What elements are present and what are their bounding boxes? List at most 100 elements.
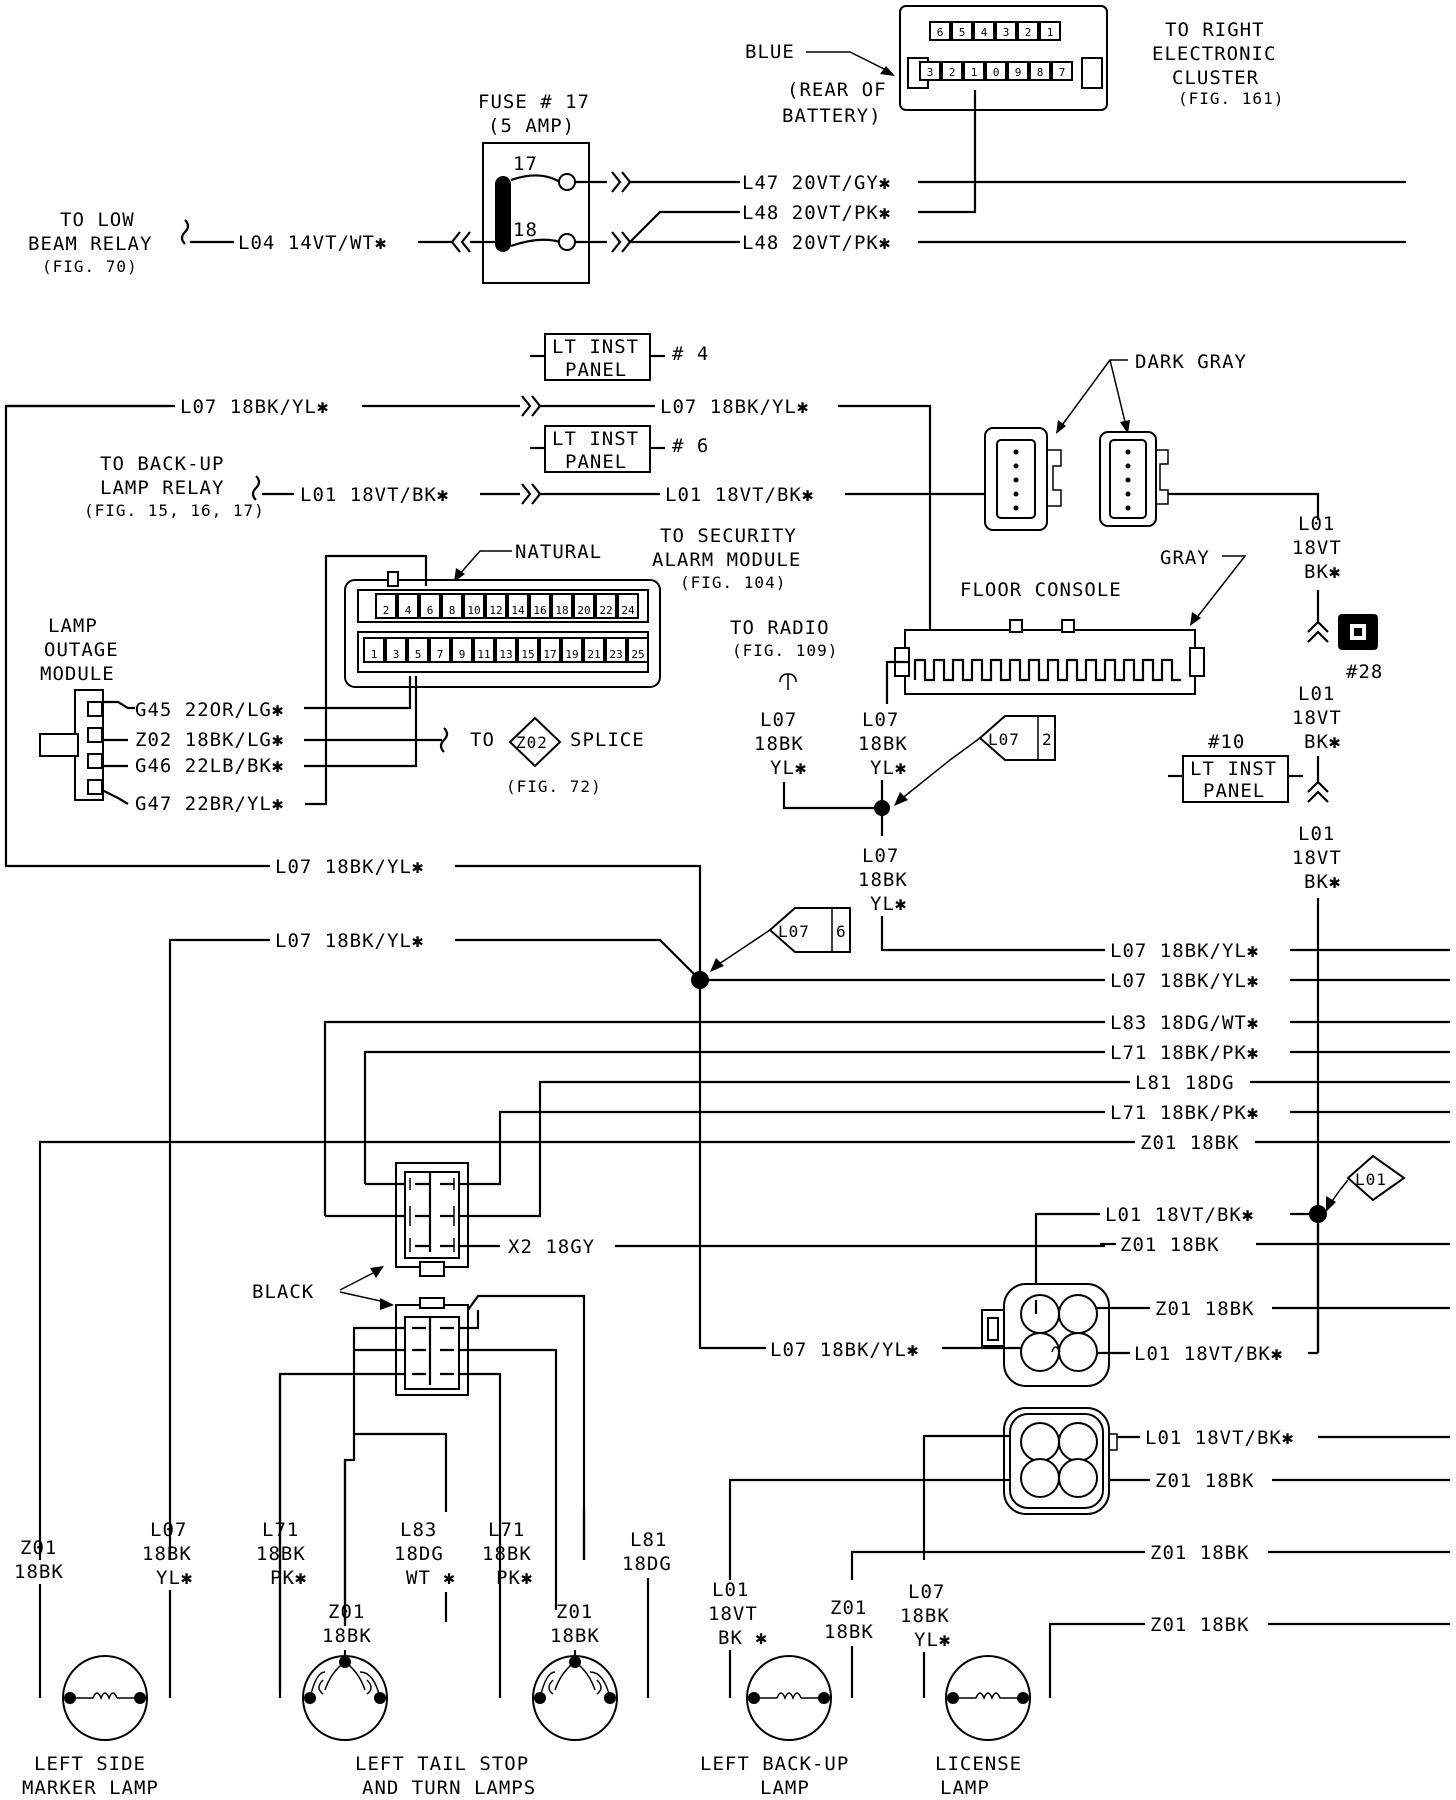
bus-z01-d: Z01 18BK (1155, 1470, 1255, 1492)
wire-g46: G46 22LB/BK✱ (135, 755, 284, 777)
cluster-bottom-pin-number: 7 (1059, 66, 1066, 79)
svg-text:L07: L07 (988, 730, 1020, 749)
splice-label: SPLICE (570, 729, 645, 751)
l07-2-splice-tag (978, 715, 1056, 761)
cluster-bottom-pin-cell (1007, 61, 1029, 81)
natural-top-pin-number: 6 (427, 604, 434, 617)
radio-18bk: 18BK (754, 733, 804, 755)
cluster-bottom-pin-number: 2 (949, 66, 956, 79)
wire-l01-left: L01 18VT/BK✱ (300, 484, 449, 506)
wire-l07-top-left: L07 18BK/YL✱ (180, 396, 329, 418)
cluster-bottom-pin-cell (963, 61, 985, 81)
bus-l07-e: L07 18BK/YL✱ (770, 1339, 919, 1361)
side-marker-caption-1: LEFT SIDE (34, 1753, 146, 1775)
mid-18bk: 18BK (858, 869, 908, 891)
right-cluster-label-1: TO RIGHT (1165, 19, 1265, 41)
natural-top-pin-number: 4 (405, 604, 412, 617)
lamp-outage-connector (39, 689, 104, 801)
natural-top-pin-number: 10 (467, 604, 480, 617)
natural-bottom-pin-number: 7 (437, 648, 444, 661)
svg-text:PANEL: PANEL (565, 451, 627, 473)
natural-bottom-pin-cell (517, 637, 539, 663)
fig72-label: (FIG. 72) (506, 777, 602, 796)
cluster-bottom-pin-cell (1051, 61, 1073, 81)
cluster-bottom-pin-cell (919, 61, 941, 81)
wire-z02: Z02 18BK/LG✱ (135, 729, 284, 751)
right-cluster-label-4: (FIG. 161) (1178, 89, 1284, 108)
wire-l48-b: L48 20VT/PK✱ (742, 232, 891, 254)
natural-bottom-pin-cell (583, 637, 605, 663)
l01-col-2: 18VT (1292, 537, 1342, 559)
svg-text:#10: #10 (1208, 731, 1245, 753)
natural-top-pin-number: 2 (383, 604, 390, 617)
l07-6-splice-tag (768, 907, 851, 953)
tail-lamp-labels: L71 18BK PK✱ L83 18DG WT ✱ Z01 18BK L71 … (256, 1519, 671, 1647)
bus-l07-b: L07 18BK/YL✱ (275, 930, 424, 952)
cluster-bottom-pin-number: 9 (1015, 66, 1022, 79)
wire-l48-a: L48 20VT/PK✱ (742, 202, 891, 224)
backup-relay-label-2: LAMP RELAY (100, 477, 224, 499)
backup-lamp-labels: L01 18VT BK ✱ Z01 18BK L07 18BK YL✱ (708, 1579, 950, 1651)
natural-top-pin-cell (617, 593, 639, 619)
bus-l07-a: L07 18BK/YL✱ (275, 856, 424, 878)
lamp-outage-label-1: LAMP (48, 615, 98, 637)
radio-yl: YL✱ (770, 757, 807, 779)
bus-l01-a: L01 18VT/BK✱ (1105, 1204, 1254, 1226)
svg-text:LT INST: LT INST (552, 428, 639, 450)
terminal-dot (1125, 463, 1131, 469)
natural-bottom-pin-cell (605, 637, 627, 663)
l01-col-4: L01 (1298, 683, 1335, 705)
natural-bottom-pin-number: 1 (371, 648, 378, 661)
svg-text:# 6: # 6 (672, 435, 709, 457)
mid-yl: YL✱ (870, 893, 907, 915)
svg-text:L07: L07 (908, 1581, 945, 1603)
lt-inst-panel-4: LT INST PANEL # 4 (530, 333, 709, 381)
natural-top-pin-number: 18 (555, 604, 568, 617)
tail-caption-2: AND TURN LAMPS (362, 1777, 536, 1799)
natural-bottom-pin-number: 15 (521, 648, 534, 661)
four-pin-connector-upper (981, 1283, 1110, 1387)
svg-text:L71: L71 (488, 1519, 525, 1541)
black-connector-lower (395, 1297, 469, 1396)
rear-battery-label-1: (REAR OF (787, 79, 887, 101)
side-marker-labels: Z01 18BK L07 18BK YL✱ (14, 1519, 192, 1589)
cluster-top-pin-number: 1 (1047, 26, 1054, 39)
side-marker-caption-2: MARKER LAMP (22, 1777, 159, 1799)
terminal-dot (1013, 505, 1019, 511)
fuse-17-link (510, 174, 561, 183)
bus-z01: Z01 18BK (1140, 1132, 1240, 1154)
blue-leader (806, 51, 891, 73)
fuse-label-1: FUSE # 17 (478, 91, 590, 113)
natural-top-pin-number: 8 (449, 604, 456, 617)
license-lamp (945, 1655, 1031, 1741)
natural-bottom-pin-number: 19 (565, 648, 578, 661)
bus-z01-f: Z01 18BK (1150, 1614, 1250, 1636)
cluster-bottom-pin-cell (1029, 61, 1051, 81)
cluster-top-pin-number: 4 (981, 26, 988, 39)
natural-top-pin-cell (507, 593, 529, 619)
natural-bottom-pin-cell (407, 637, 429, 663)
security-label-2: ALARM MODULE (652, 549, 801, 571)
natural-top-pin-number: 20 (577, 604, 590, 617)
radio-label-1: TO RADIO (730, 617, 830, 639)
blue-label: BLUE (745, 41, 795, 63)
cluster-bottom-pin-number: 8 (1037, 66, 1044, 79)
natural-top-pin-cell (595, 593, 617, 619)
license-caption-2: LAMP (940, 1777, 990, 1799)
dark-gray-connector-right (1099, 431, 1169, 527)
backup-caption-2: LAMP (760, 1777, 810, 1799)
bus-l07-c: L07 18BK/YL✱ (1110, 940, 1259, 962)
bus-l71-b: L71 18BK/PK✱ (1110, 1102, 1259, 1124)
svg-text:Z01: Z01 (328, 1601, 365, 1623)
bus-z01-b: Z01 18BK (1120, 1234, 1220, 1256)
svg-text:6: 6 (836, 922, 847, 941)
terminal-dot (1013, 491, 1019, 497)
svg-text:# 4: # 4 (672, 343, 709, 365)
cluster-bottom-pin-number: 3 (927, 66, 934, 79)
natural-bottom-pin-number: 9 (459, 648, 466, 661)
bus-l01-b: L01 18VT/BK✱ (1134, 1343, 1283, 1365)
natural-bottom-pin-cell (451, 637, 473, 663)
radio-label-2: (FIG. 109) (732, 641, 838, 660)
natural-bottom-pin-cell (539, 637, 561, 663)
